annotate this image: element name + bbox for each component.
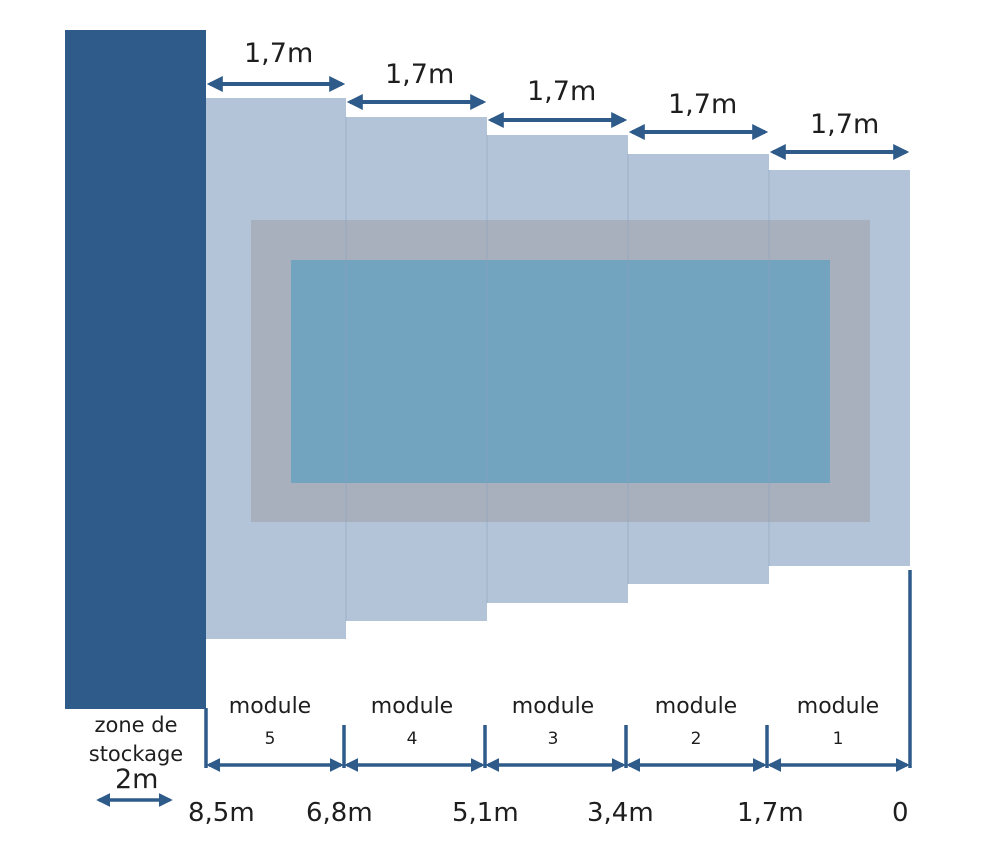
module-3-label: module bbox=[511, 694, 595, 719]
module-4-label: module bbox=[370, 694, 454, 719]
tick-label-8-5m: 8,5m bbox=[188, 798, 255, 828]
pool-water bbox=[291, 260, 830, 483]
module-5-label: module bbox=[228, 694, 312, 719]
bottom-scale bbox=[96, 570, 912, 807]
module-3-number: 3 bbox=[547, 729, 559, 749]
storage-label-line1: zone de bbox=[94, 713, 178, 737]
module-seams bbox=[345, 117, 770, 621]
module-4-width-label: 1,7m bbox=[385, 59, 455, 90]
module-2-width-label: 1,7m bbox=[668, 89, 738, 120]
module-3-width-label: 1,7m bbox=[527, 76, 597, 107]
storage-zone-block bbox=[65, 30, 206, 709]
top-width-arrows bbox=[206, 76, 910, 160]
tick-label-5-1m: 5,1m bbox=[452, 798, 519, 828]
module-5-number: 5 bbox=[264, 729, 276, 749]
tick-label-6-8m: 6,8m bbox=[306, 798, 373, 828]
module-2-number: 2 bbox=[690, 729, 702, 749]
module-1-width-label: 1,7m bbox=[810, 109, 880, 140]
storage-label-line2: stockage bbox=[88, 742, 184, 766]
tick-label-0: 0 bbox=[892, 798, 909, 828]
tick-label-1-7m: 1,7m bbox=[737, 798, 804, 828]
tick-label-3-4m: 3,4m bbox=[587, 798, 654, 828]
module-4-number: 4 bbox=[406, 729, 418, 749]
storage-width-label: 2m bbox=[115, 764, 159, 795]
module-1-label: module bbox=[796, 694, 880, 719]
module-1-number: 1 bbox=[832, 729, 844, 749]
module-5-width-label: 1,7m bbox=[244, 38, 314, 69]
module-2-label: module bbox=[654, 694, 738, 719]
